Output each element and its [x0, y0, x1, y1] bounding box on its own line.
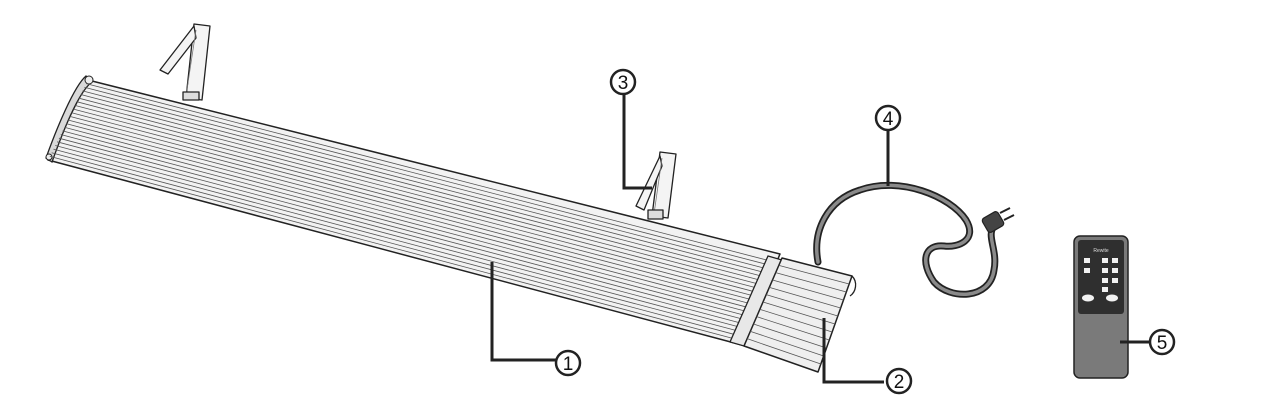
callout-3-label: 3	[618, 73, 629, 94]
heater-slat	[64, 126, 746, 308]
remote-brand-label: Rewite	[1093, 248, 1109, 254]
heater-slat	[82, 90, 763, 269]
callout-5: 5	[1148, 328, 1176, 356]
control-end-slat	[750, 330, 824, 357]
heater-slat	[78, 97, 760, 276]
heater-slat	[75, 105, 757, 284]
heater-slat	[53, 148, 736, 331]
control-end-slat	[778, 264, 850, 285]
control-end-slat	[747, 338, 821, 365]
heater-slat	[51, 152, 734, 335]
heater-slat	[73, 108, 755, 288]
power-cable	[813, 181, 999, 298]
leader-line-3	[622, 94, 652, 190]
heater-slat	[84, 86, 765, 265]
remote-buttons	[1082, 258, 1118, 302]
leader-line-1	[490, 262, 556, 362]
heater-slat	[67, 119, 750, 300]
callout-1-label: 1	[563, 354, 574, 375]
heater-slat	[69, 115, 751, 296]
heater-slat	[76, 101, 758, 280]
heater-slat	[71, 112, 753, 292]
control-end-slat	[769, 286, 841, 309]
callout-1: 1	[554, 349, 582, 377]
heater-slat	[56, 141, 739, 323]
leader-lines	[490, 94, 1150, 384]
power-plug	[981, 207, 1015, 233]
heater-slat	[60, 134, 743, 316]
control-end-slat	[753, 323, 827, 349]
heater-body	[45, 75, 857, 373]
heater-slat	[80, 94, 762, 273]
heater-slat	[55, 145, 738, 327]
callout-4: 4	[874, 104, 902, 132]
heater-slat	[66, 123, 748, 304]
control-end-slat	[756, 316, 830, 341]
control-end-slat	[766, 294, 838, 317]
remote-control: Rewite	[1073, 235, 1129, 379]
heater-slat	[58, 137, 741, 319]
callout-2: 2	[885, 367, 913, 395]
callout-3: 3	[609, 68, 637, 96]
control-end-slat	[759, 308, 833, 333]
callout-2-label: 2	[894, 372, 905, 393]
heater-slat	[62, 130, 744, 312]
mounting-bracket-right	[635, 151, 677, 220]
control-end-slat	[772, 279, 844, 301]
callout-5-label: 5	[1157, 333, 1168, 354]
heater-slat	[86, 83, 767, 261]
mounting-bracket-left	[159, 23, 211, 101]
control-end-slat	[775, 272, 847, 293]
callout-4-label: 4	[883, 109, 894, 130]
heater-slat	[49, 155, 732, 339]
leader-line-2	[822, 318, 884, 384]
